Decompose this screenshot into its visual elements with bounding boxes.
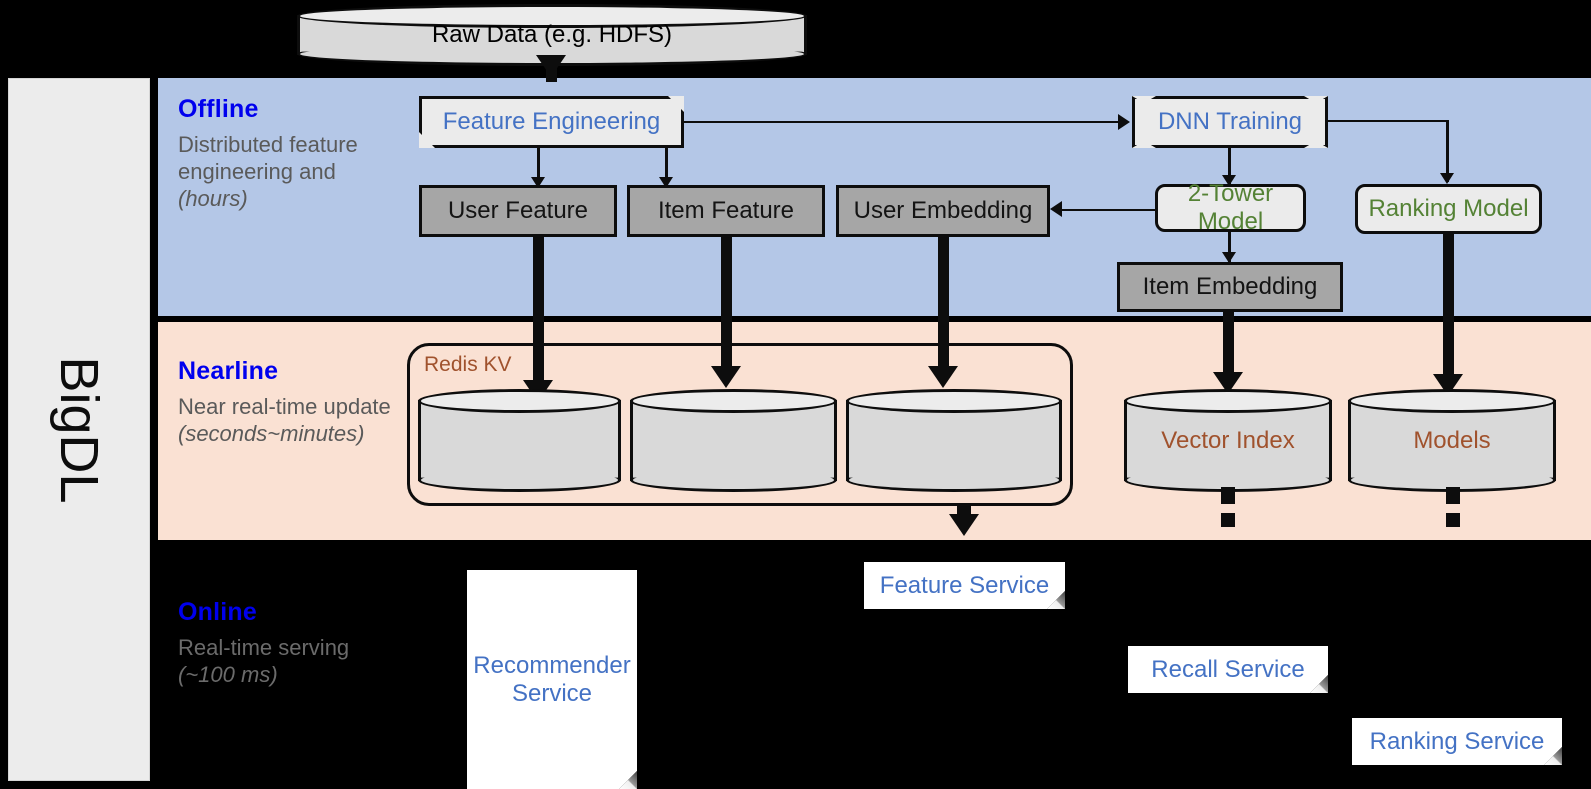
connector-dnn-to-ranking-v	[1446, 120, 1449, 182]
connector-two-tower-to-user-embedding	[1062, 209, 1156, 211]
node-label: DNN Training	[1157, 108, 1303, 136]
dash-models-a	[1446, 487, 1460, 504]
connector-fe-to-dnn	[684, 121, 1118, 123]
arrowhead-dnn-to-ranking	[1440, 173, 1454, 184]
band-caption-offline: Offline Distributed feature engineering …	[178, 95, 408, 212]
store-cylinder-1[interactable]	[418, 389, 621, 492]
node-recall-service[interactable]: Recall Service	[1128, 646, 1328, 693]
node-user-feature[interactable]: User Feature	[419, 185, 617, 237]
note-shape	[1352, 718, 1562, 765]
arrowhead-feature-service	[949, 514, 979, 536]
store-label	[846, 389, 1062, 492]
node-user-embedding[interactable]: User Embedding	[836, 185, 1050, 237]
arrowhead-dnn-to-two-tower	[1222, 175, 1236, 186]
connector-fe-to-item-feature	[665, 148, 668, 182]
band-caption-online: Online Real-time serving (~100 ms)	[178, 598, 408, 689]
banner-shape	[1132, 96, 1328, 148]
pipe-user-feature-to-store1	[533, 237, 544, 392]
cylinder-top	[297, 4, 807, 28]
vector-index-cylinder[interactable]: Vector Index	[1124, 389, 1332, 492]
arrowhead-fe-to-dnn	[1118, 114, 1130, 130]
note-shape	[467, 570, 637, 789]
band-title-offline: Offline	[178, 95, 259, 123]
cylinder-top	[1348, 389, 1556, 413]
arrowhead-fe-to-item-feature	[659, 177, 673, 188]
pipe-user-embedding-to-store3	[938, 237, 949, 377]
cylinder-body	[846, 400, 1062, 481]
band-title-online: Online	[178, 598, 257, 626]
store-label	[630, 389, 837, 492]
store-cylinder-3[interactable]	[846, 389, 1062, 492]
connector-dnn-to-two-tower	[1228, 148, 1231, 184]
dash-vector-index-a	[1221, 487, 1235, 504]
cylinder-body	[1348, 400, 1556, 481]
node-label: Ranking Service	[1369, 727, 1545, 755]
raw-data-label: Raw Data (e.g. HDFS)	[431, 21, 673, 48]
connector-dnn-to-ranking-h	[1328, 120, 1448, 122]
band-subtitle-offline: Distributed feature engineering and (hou…	[178, 132, 358, 211]
node-feature-engineering[interactable]: Feature Engineering	[419, 96, 684, 148]
models-cylinder[interactable]: Models	[1348, 389, 1556, 492]
node-label: User Feature	[447, 197, 589, 225]
node-label: Recommender Service	[473, 651, 631, 707]
pipe-item-embedding-to-vector-index	[1223, 312, 1234, 384]
vector-index-label: Vector Index	[1161, 426, 1295, 454]
store-cylinder-2[interactable]	[630, 389, 837, 492]
cylinder-body	[418, 400, 621, 481]
bigdl-framework-rail: BigDL	[8, 78, 150, 781]
dash-models-b	[1446, 513, 1460, 527]
note-shape	[864, 562, 1065, 609]
node-two-tower-model[interactable]: 2-Tower Model	[1155, 180, 1306, 235]
cylinder-top	[630, 389, 837, 413]
dash-vector-index-b	[1221, 513, 1235, 527]
arrowhead-fe-to-user-feature	[531, 177, 545, 188]
node-label: 2-Tower Model	[1187, 180, 1274, 235]
node-label: Recall Service	[1151, 655, 1305, 683]
node-feature-service[interactable]: Feature Service	[864, 562, 1065, 609]
cylinder-body	[630, 400, 837, 481]
redis-kv-label: Redis KV	[424, 353, 512, 376]
arrowhead-two-tower-to-item-embedding	[1222, 252, 1236, 263]
arrowhead-pipe-store2	[711, 366, 741, 388]
node-ranking-service[interactable]: Ranking Service	[1352, 718, 1562, 765]
note-shape	[1128, 646, 1328, 693]
connector-two-tower-to-item-embedding	[1228, 232, 1231, 264]
store-label	[418, 389, 621, 492]
node-item-feature[interactable]: Item Feature	[627, 185, 825, 237]
banner-shape	[419, 96, 684, 148]
pipe-ranking-model-to-models	[1443, 234, 1454, 386]
bigdl-label: BigDL	[49, 355, 109, 504]
node-dnn-training[interactable]: DNN Training	[1132, 96, 1328, 148]
band-caption-nearline: Nearline Near real-time update (seconds~…	[178, 357, 408, 448]
band-subtitle-online: Real-time serving (~100 ms)	[178, 635, 350, 687]
pipe-item-feature-to-store2	[721, 237, 732, 377]
cylinder-body	[1124, 400, 1332, 481]
node-recommender-service[interactable]: Recommender Service	[467, 570, 637, 789]
node-item-embedding[interactable]: Item Embedding	[1117, 262, 1343, 312]
models-label: Models	[1413, 426, 1491, 454]
raw-data-cylinder: Raw Data (e.g. HDFS)	[297, 4, 807, 66]
cylinder-top	[1124, 389, 1332, 413]
band-subtitle-nearline: Near real-time update (seconds~minutes)	[178, 394, 391, 446]
node-label: User Embedding	[853, 197, 1033, 225]
arrowhead-pipe-store3	[928, 366, 958, 388]
node-label: Ranking Model	[1368, 195, 1529, 223]
node-label: Feature Engineering	[442, 108, 661, 136]
node-label: Item Feature	[657, 197, 795, 225]
node-label: Feature Service	[879, 571, 1050, 599]
cylinder-top	[418, 389, 621, 413]
band-title-nearline: Nearline	[178, 357, 279, 385]
redis-kv-container	[407, 343, 1073, 506]
arrowhead-two-tower-to-user-embedding	[1050, 201, 1062, 217]
node-ranking-model[interactable]: Ranking Model	[1355, 184, 1542, 234]
arrowhead-rawdata-to-fe	[536, 55, 566, 77]
connector-fe-to-user-feature	[537, 148, 540, 182]
node-label: Item Embedding	[1142, 273, 1318, 301]
cylinder-top	[846, 389, 1062, 413]
